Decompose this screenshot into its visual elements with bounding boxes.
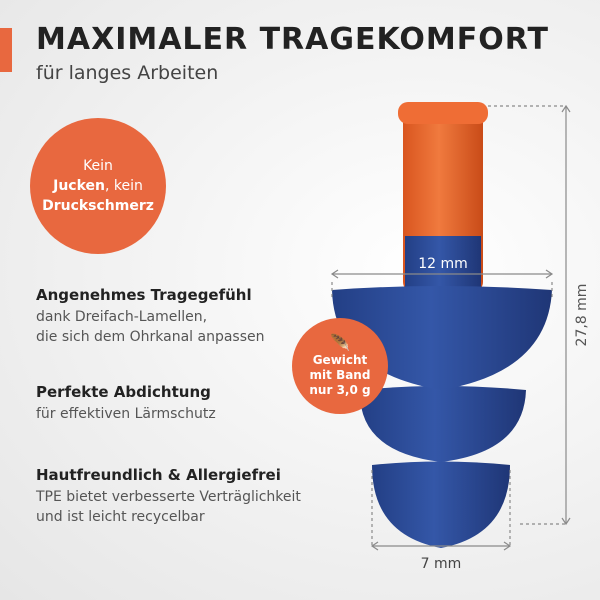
- badge-line2-bold: Jucken: [53, 177, 105, 194]
- middle-lamella: [359, 386, 526, 462]
- bottom-lamella: [372, 461, 510, 548]
- badge-line2-rest: , kein: [104, 177, 143, 194]
- weight-line1: Gewicht: [312, 352, 368, 367]
- arrow-left-icon: [330, 269, 339, 279]
- arrow-down-icon: [561, 517, 571, 526]
- feature-desc: für effektiven Lärmschutz: [36, 404, 336, 424]
- weight-line3: nur 3,0 g: [309, 382, 371, 397]
- badge-line3-bold: Druckschmerz: [42, 198, 154, 215]
- comfort-badge: Kein Jucken, kein Druckschmerz: [30, 118, 166, 254]
- feature-desc-line1: TPE bietet verbesserte Verträglichkeit: [36, 489, 301, 505]
- feature-desc: TPE bietet verbesserte Verträglichkeit u…: [36, 487, 336, 528]
- arrow-left-icon: [370, 541, 379, 551]
- dimension-top-width: 12 mm: [418, 256, 468, 272]
- feature-comfort: Angenehmes Tragegefühl dank Dreifach-Lam…: [36, 286, 336, 348]
- badge-line1: Kein: [83, 157, 113, 174]
- feature-title: Angenehmes Tragegefühl: [36, 286, 252, 304]
- feature-sealing: Perfekte Abdichtung für effektiven Lärms…: [36, 383, 336, 424]
- arrow-up-icon: [561, 104, 571, 113]
- feather-icon: 🪶: [330, 332, 350, 352]
- page-title: MAXIMALER TRAGEKOMFORT: [36, 22, 549, 57]
- feature-desc-line1: dank Dreifach-Lamellen,: [36, 309, 208, 325]
- feature-title: Perfekte Abdichtung: [36, 383, 211, 401]
- page-subtitle: für langes Arbeiten: [36, 62, 219, 84]
- dimension-bottom-width: 7 mm: [421, 556, 462, 572]
- dimension-lines: [330, 104, 571, 551]
- feature-title: Hautfreundlich & Allergiefrei: [36, 466, 281, 484]
- arrow-right-icon: [503, 541, 512, 551]
- weight-badge: 🪶 Gewicht mit Band nur 3,0 g: [292, 318, 388, 414]
- accent-bar: [0, 28, 12, 72]
- feature-desc-line1: für effektiven Lärmschutz: [36, 406, 216, 422]
- weight-line2: mit Band: [309, 367, 371, 382]
- feature-skin-friendly: Hautfreundlich & Allergiefrei TPE bietet…: [36, 466, 336, 528]
- feature-desc-line2: die sich dem Ohrkanal anpassen: [36, 329, 265, 346]
- feature-desc: dank Dreifach-Lamellen, die sich dem Ohr…: [36, 307, 336, 348]
- feature-desc-line2: und ist leicht recycelbar: [36, 509, 205, 526]
- orange-cap: [398, 102, 488, 124]
- dimension-height: 27,8 mm: [574, 284, 590, 347]
- arrow-right-icon: [545, 269, 554, 279]
